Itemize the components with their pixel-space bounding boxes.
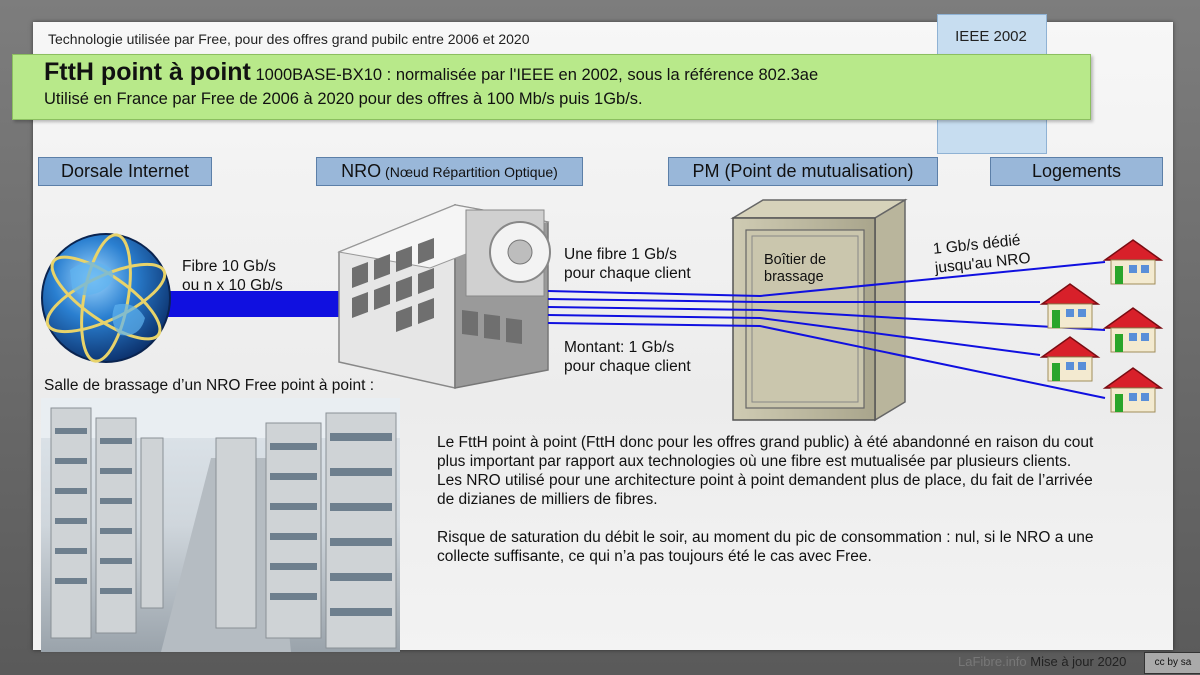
footer-brand: LaFibre.info — [958, 654, 1027, 669]
house-icon — [1102, 239, 1164, 285]
house-icon — [1102, 307, 1164, 353]
header-nro: NRO (Nœud Répartition Optique) — [316, 157, 583, 186]
globe-icon — [41, 233, 171, 363]
title-rest: 1000BASE-BX10 : normalisée par l'IEEE en… — [250, 66, 819, 84]
paragraph-1-line: de dizianes de milliers de fibres. — [437, 491, 658, 508]
paragraph-1-line: Le FttH point à point (FttH donc pour le… — [437, 434, 1094, 451]
fiber-line — [547, 322, 1106, 399]
fiber-lines — [547, 261, 1106, 399]
top-caption: Technologie utilisée par Free, pour des … — [48, 31, 530, 47]
paragraph-2: Risque de saturation du débit le soir, a… — [437, 528, 1152, 566]
upstream-label-line2: pour chaque client — [564, 358, 691, 375]
paragraph-2-line: collecte suffisante, ce qui n’a pas touj… — [437, 548, 872, 565]
fiber-line — [547, 298, 1040, 303]
nro-building-icon — [337, 203, 551, 389]
fiber-line — [547, 314, 1041, 356]
cc-license-icon: cc by sa — [1144, 652, 1200, 674]
nro-room-photo — [41, 398, 400, 652]
header-nro-main: NRO — [341, 161, 382, 181]
pm-box-label-line2: brassage — [764, 269, 824, 285]
paragraph-1-line: Les NRO utilisé pour une architecture po… — [437, 472, 1093, 489]
ieee-tag: IEEE 2002 — [955, 28, 1027, 45]
explanation-text: Le FttH point à point (FttH donc pour le… — [437, 433, 1152, 566]
header-nro-sub: (Nœud Répartition Optique) — [381, 164, 558, 180]
pm-cabinet-icon — [730, 198, 908, 422]
title-box — [12, 54, 1091, 120]
header-logements: Logements — [990, 157, 1163, 186]
footer-update: Mise à jour 2020 — [1026, 654, 1127, 669]
header-dorsale: Dorsale Internet — [38, 157, 212, 186]
upstream-label-line1: Montant: 1 Gb/s — [564, 339, 675, 356]
fiber-line — [547, 261, 1106, 298]
pm-box-label: Boîtier de brassage — [764, 252, 826, 286]
upstream-label: Montant: 1 Gb/s pour chaque client — [564, 338, 691, 376]
backbone-fiber — [168, 291, 348, 317]
house-icon — [1039, 283, 1101, 329]
downstream-label-line2: pour chaque client — [564, 265, 691, 282]
backbone-label: Fibre 10 Gb/s ou n x 10 Gb/s — [182, 257, 283, 295]
house-icon — [1039, 336, 1101, 382]
title-line-1: FttH point à point 1000BASE-BX10 : norma… — [44, 58, 818, 87]
downstream-label: Une fibre 1 Gb/s pour chaque client — [564, 245, 691, 283]
paragraph-2-line: Risque de saturation du débit le soir, a… — [437, 529, 1094, 546]
pm-box-label-line1: Boîtier de — [764, 252, 827, 268]
header-pm: PM (Point de mutualisation) — [668, 157, 938, 186]
fiber-line — [547, 306, 1106, 331]
backbone-label-line2: ou n x 10 Gb/s — [182, 277, 283, 294]
house-icons — [1039, 239, 1164, 413]
footer: LaFibre.info Mise à jour 2020 — [958, 654, 1126, 669]
paragraph-1: Le FttH point à point (FttH donc pour le… — [437, 433, 1152, 509]
title-line-2: Utilisé en France par Free de 2006 à 202… — [44, 90, 643, 108]
paragraph-1-line: plus important par rapport aux technolog… — [437, 453, 1072, 470]
downstream-label-line1: Une fibre 1 Gb/s — [564, 246, 677, 263]
house-icon — [1102, 367, 1164, 413]
photo-caption: Salle de brassage d’un NRO Free point à … — [44, 377, 374, 394]
title-bold: FttH point à point — [44, 58, 251, 86]
nro-room-illustration — [41, 398, 400, 652]
backbone-label-line1: Fibre 10 Gb/s — [182, 258, 276, 275]
